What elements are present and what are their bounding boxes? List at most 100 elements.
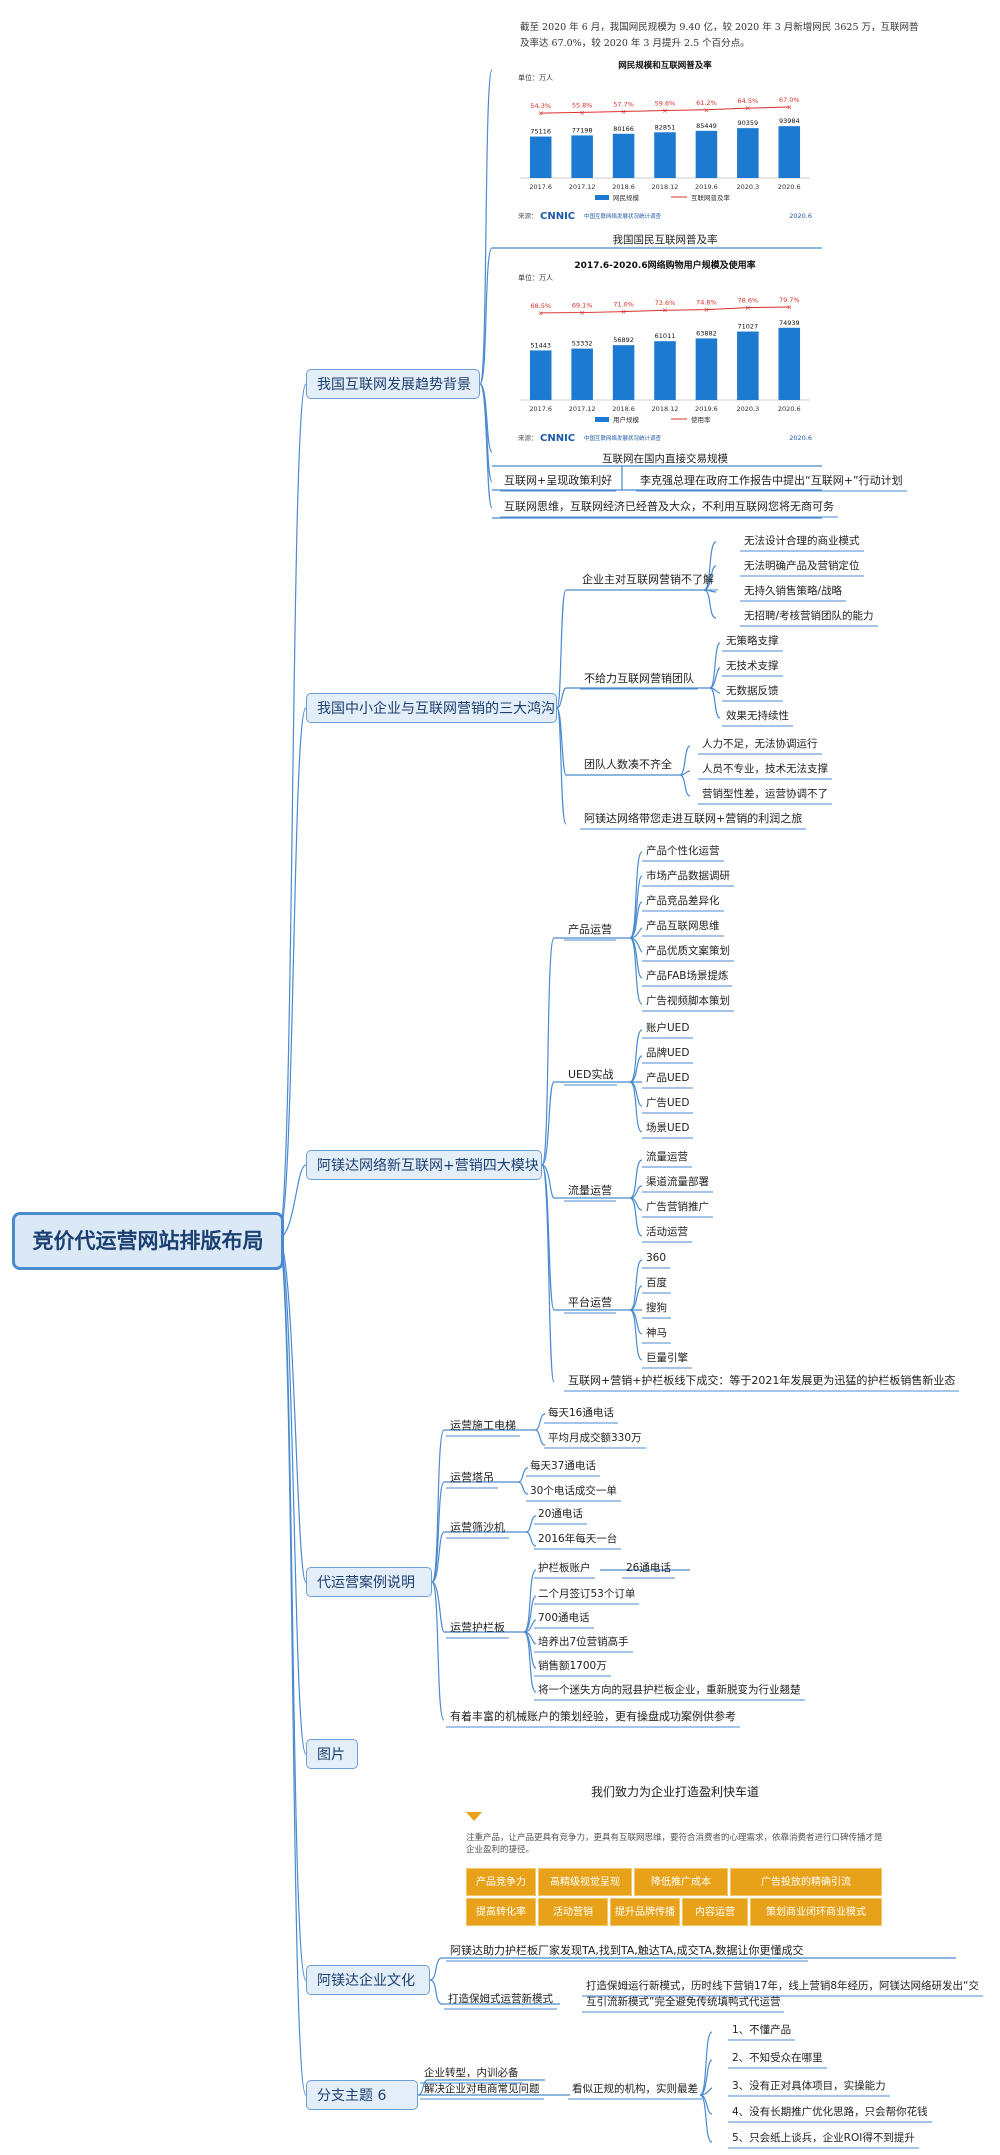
topic-case-studies[interactable]: 代运营案例说明 [306,1567,432,1597]
module-product-item: 产品竞品差异化 [646,895,720,907]
chart-unit: 单位：万人 [518,73,553,82]
bar [529,136,552,178]
module-ued-item: 品牌UED [646,1047,690,1059]
rate-label: 69.1% [572,302,593,310]
bar [654,341,676,400]
gap-2-item: 无数据反馈 [726,685,779,697]
topic-four-modules[interactable]: 阿镁达网络新互联网+营销四大模块 [306,1150,542,1180]
branch6-item: 3、没有正对具体项目，实操能力 [732,2080,886,2092]
cnnic-logo: CNNIC [540,433,575,444]
rate-label: 78.6% [738,297,759,305]
x-tick-label: 2020.6 [778,405,801,413]
case-elevator: 运营施工电梯 [450,1419,516,1432]
rate-point: × [662,107,668,115]
internet-thinking: 互联网思维，互联网经济已经普及大众，不利用互联网您将无商可务 [504,500,834,513]
x-tick-label: 2019.6 [695,405,718,413]
bar [654,132,676,178]
topic-internet-trends[interactable]: 我国互联网发展趋势背景 [306,369,480,399]
source-date: 2020.6 [789,212,812,220]
module-product-item: 广告视频脚本策划 [646,995,730,1007]
topic-branch-6[interactable]: 分支主题 6 [306,2080,418,2110]
bar-value-label: 85449 [696,122,717,130]
branch6-item: 5、只会纸上谈兵，企业ROI得不到提升 [732,2132,915,2144]
bar-value-label: 61011 [655,332,676,340]
rate-point: × [786,304,792,312]
module-ued-item: 产品UED [646,1072,690,1084]
x-tick-label: 2018.6 [612,405,635,413]
bar-value-label: 51443 [530,341,551,349]
source-org: 中国互联网络发展状况统计调查 [584,434,662,442]
culture-label-2: 打造保姆式运营新模式 [448,1993,553,2005]
rate-label: 59.6% [655,100,676,108]
case-sand-screener: 运营筛沙机 [450,1521,505,1534]
module-platform-item: 神马 [646,1327,667,1339]
image-note-1: 注重产品，让产品更具有竞争力，更具有互联网思维，要符合消费者的心理需求，依靠消费… [466,1833,883,1843]
source-org: 中国互联网络发展状况统计调查 [584,212,662,220]
rate-point: × [538,110,544,118]
x-tick-label: 2020.3 [736,405,759,413]
bar-value-label: 75116 [530,128,551,136]
x-tick-label: 2019.6 [695,183,718,191]
case-guardrail-item: 销售额1700万 [538,1660,607,1672]
culture-text-2b: 互引流新模式”完全避免传统填鸭式代运营 [586,1996,781,2008]
rate-label: 68.5% [530,302,551,310]
rate-label: 71.0% [613,301,634,309]
bar [737,331,759,400]
module-product-item: 产品个性化运营 [646,845,720,857]
bar-value-label: 63882 [696,329,717,337]
topic-company-culture[interactable]: 阿镁达企业文化 [306,1965,430,1995]
case-guardrail: 运营护栏板 [450,1621,505,1634]
mindmap-root[interactable]: 竞价代运营网站排版布局 [12,1212,284,1270]
branch6-item: 4、没有长期推广优化思路，只会帮你花钱 [732,2106,928,2118]
case-crane-item: 30个电话成交一单 [530,1485,617,1497]
feature-cell: 提高转化率 [466,1898,536,1926]
branch6-item: 1、不懂产品 [732,2024,792,2036]
case-guardrail-calls: 26通电话 [626,1562,671,1574]
rate-label: 79.7% [779,296,800,304]
module-ued: UED实战 [568,1068,614,1081]
bar [612,133,635,178]
x-tick-label: 2018.12 [652,183,679,191]
feature-cell: 提升品牌传播 [610,1898,680,1926]
case-crane: 运营塔吊 [450,1471,494,1484]
policy-text: 李克强总理在政府工作报告中提出“互联网+”行动计划 [640,474,903,487]
case-sand-item: 2016年每天一台 [538,1533,618,1545]
module-traffic: 流量运营 [568,1184,612,1197]
feature-cell: 活动营销 [538,1898,608,1926]
gap-3-item: 人力不足，无法协调运行 [702,738,818,750]
chart-unit: 单位：万人 [518,273,553,282]
module-platform-item: 百度 [646,1277,667,1289]
feature-cell: 高精级视觉呈现 [538,1868,632,1896]
bar-value-label: 56892 [613,336,634,344]
x-tick-label: 2017.12 [569,183,596,191]
source-label: 来源： [518,211,538,220]
cnnic-logo: CNNIC [540,211,575,222]
branch6-a2: 解决企业对电商常见问题 [424,2083,540,2095]
gap-1-item: 无法明确产品及营销定位 [744,560,860,572]
intro-line-1: 截至 2020 年 6 月，我国网民规模为 9.40 亿，较 2020 年 3 … [520,22,919,33]
case-guardrail-account: 护栏板账户 [538,1562,591,1574]
feature-cell: 策划商业闭环商业模式 [750,1898,882,1926]
policy-label: 互联网+呈现政策利好 [504,474,613,487]
topic-three-gaps[interactable]: 我国中小企业与互联网营销的三大鸿沟 [306,693,557,723]
case-elevator-item: 每天16通电话 [548,1407,614,1419]
source-label: 来源： [518,433,538,442]
module-product-item: 产品优质文案策划 [646,945,730,957]
module-platform: 平台运营 [568,1296,612,1309]
gap-1-item: 无招聘/考核营销团队的能力 [744,610,874,622]
legend-bar-swatch [595,417,609,422]
legend-label: 使用率 [691,415,711,424]
gap-2-item: 效果无持续性 [726,710,789,722]
module-ued-item: 广告UED [646,1097,690,1109]
case-guardrail-item: 二个月签订53个订单 [538,1588,636,1600]
bar-value-label: 77198 [572,126,593,134]
module-product-item: 产品FAB场景提炼 [646,970,729,982]
gap-3-item: 营销型性差，运营协调不了 [702,788,828,800]
culture-text-2a: 打造保姆运行新模式，历时线下营销17年，线上营销8年经历，阿镁达网络研发出“交 [586,1980,979,1992]
topic-images[interactable]: 图片 [306,1739,358,1769]
gap-2-item: 无策略支撑 [726,635,779,647]
bar [778,327,801,400]
